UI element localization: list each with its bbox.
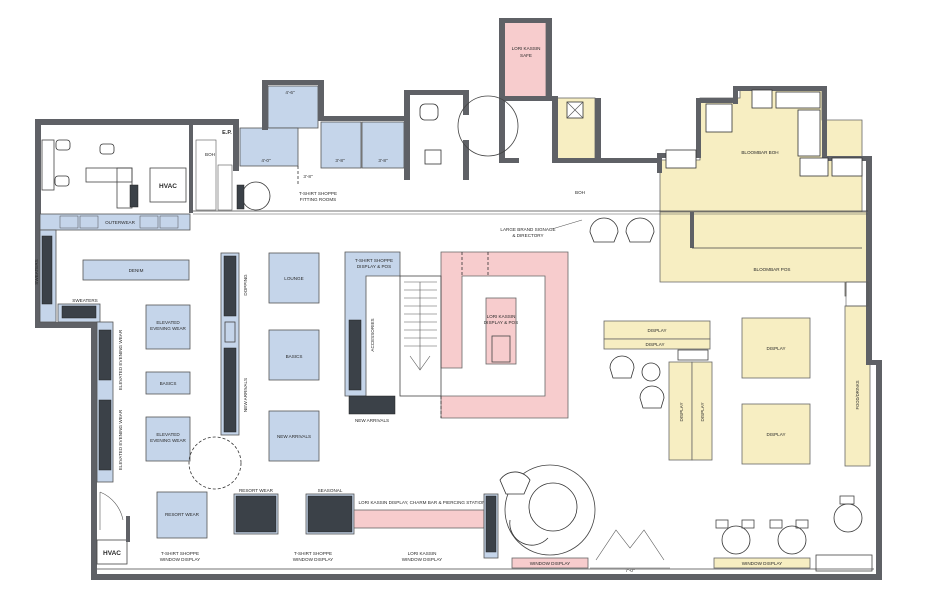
lori-kassin-safe-room: [503, 21, 547, 99]
fitting-room-1: [267, 85, 319, 129]
lk-display-label-1: LORI KASSIN: [487, 314, 516, 319]
large-brand-signage-label-1: LARGE BRAND SIGNAGE: [500, 227, 555, 232]
fitting-rooms-label-1: T-SHIRT SHOPPE: [299, 191, 337, 196]
dim-3-8-c: 3'-8": [303, 174, 313, 179]
new-arrivals-bottom-label: NEW ARRIVALS: [355, 418, 389, 423]
dim-3-8-a: 3'-8": [335, 158, 345, 163]
display-vertical-2: [691, 361, 713, 461]
display-table-right-bottom: [741, 403, 811, 465]
staircase: [399, 275, 442, 397]
display-right-top-label: DISPLAY: [766, 346, 785, 351]
display-top-2-label: DISPLAY: [645, 342, 664, 347]
display-table-right-top: [741, 317, 811, 379]
tshirt-window-1-label-2: WINDOW DISPLAY: [160, 557, 201, 562]
display-right-bottom-label: DISPLAY: [766, 432, 785, 437]
window-display-right-label: WINDOW DISPLAY: [742, 561, 783, 566]
display-top-label: DISPLAY: [647, 328, 666, 333]
hvac-label: HVAC: [159, 183, 177, 190]
tshirt-window-2-label-1: T-SHIRT SHOPPE: [294, 551, 332, 556]
window-display-pink: [511, 557, 589, 569]
accessories-label: ACCESSORIES: [370, 318, 375, 351]
sweaters-label-side: SWEATERS: [72, 298, 97, 303]
bloombar-boh-label: BLOOMBAR BOH: [741, 150, 778, 155]
food-drinks-label: FOOD/DRINKS: [855, 380, 860, 409]
large-brand-signage-label-2: & DIRECTORY: [512, 233, 543, 238]
new-arrivals-vertical-label: NEW ARRIVALS: [243, 378, 248, 412]
office-room: HVAC: [41, 125, 193, 213]
denim-label: DENIM: [129, 268, 144, 273]
lounge-table: [268, 252, 320, 304]
lori-kassin-center-counter: [485, 297, 517, 365]
eew-2-label-2: EVENING WEAR: [150, 438, 186, 443]
basics-table-center: [268, 329, 320, 381]
eew-1-label-2: EVENING WEAR: [150, 326, 186, 331]
display-vertical-1-label: DISPLAY: [679, 402, 684, 421]
tshirt-display-label-1: T-SHIRT SHOPPE: [355, 258, 393, 263]
bloombar-pos-label: BLOOMBAR POS: [753, 267, 790, 272]
lori-kassin-station-label: LORI KASSIN DISPLAY, CHARM BAR & PIERCIN…: [358, 500, 485, 505]
resort-wear-top-label: RESORT WEAR: [239, 488, 274, 493]
lounge-chairs-right: [609, 355, 665, 409]
display-bar-top-2: [603, 338, 711, 350]
outerwear-racks: [59, 215, 179, 229]
fitting-room-details: 4'-6" 4'-0" 3'-8" 3'-8" 3'-8": [236, 90, 388, 211]
fitting-room-2: [239, 127, 299, 167]
lori-kassin-safe-label-2: SAFE: [520, 53, 532, 58]
lori-kassin-charm-bar: [353, 509, 485, 529]
entry-doors: [590, 529, 670, 569]
tshirt-window-2-label-2: WINDOW DISPLAY: [293, 557, 334, 562]
restroom-fixtures: [419, 95, 584, 165]
food-drinks-counter: [844, 305, 871, 467]
window-display-pink-label: WINDOW DISPLAY: [530, 561, 571, 566]
dopping-label: DOPPING: [243, 274, 248, 296]
lori-kassin-window-label-2: WINDOW DISPLAY: [402, 557, 443, 562]
seasonal-label: SEASONAL: [318, 488, 343, 493]
basics-left-label: BASICS: [160, 381, 177, 386]
lk-display-label-2: DISPLAY & POS: [484, 320, 518, 325]
sweaters-label-vertical: SWEATERS: [34, 259, 39, 284]
new-arrivals-box-label: NEW ARRIVALS: [277, 434, 311, 439]
lori-kassin-display-pos: [440, 251, 569, 419]
boh-label: BOH: [205, 152, 215, 157]
elevated-evening-wear-table-1: [145, 304, 191, 350]
central-lounge-seating: [499, 464, 596, 556]
tshirt-window-1-label-1: T-SHIRT SHOPPE: [161, 551, 199, 556]
eew-wall-label-1: ELEVATED EVENING WEAR: [118, 329, 123, 390]
fitting-room-3: [320, 121, 362, 169]
boh-corridor-label: BOH: [575, 190, 585, 195]
basics-table-left: [145, 371, 191, 395]
exterior-walls: [35, 18, 882, 580]
dim-4-6: 4'-6": [285, 90, 295, 95]
outerwear-label: OUTERWEAR: [105, 220, 135, 225]
tshirt-display-label-2: DISPLAY & POS: [357, 264, 391, 269]
dim-3-8-b: 3'-8": [378, 158, 388, 163]
display-vertical-2-label: DISPLAY: [700, 402, 705, 421]
resort-wear-table: [156, 491, 208, 539]
bloombar-boh-fixtures: [665, 89, 863, 177]
circular-display-left: [188, 436, 242, 490]
window-display-right: [713, 557, 811, 569]
eew-1-label-1: ELEVATED: [156, 320, 180, 325]
basics-center-label: BASICS: [286, 354, 303, 359]
dim-7-0: 7'-0": [625, 568, 635, 573]
lounge-chairs-entry: [589, 217, 655, 243]
eew-wall-label-2: ELEVATED EVENING WEAR: [118, 409, 123, 470]
elevated-evening-wear-table-2: [145, 416, 191, 462]
hvac-bottom-label: HVAC: [103, 550, 121, 557]
eew-2-label-1: ELEVATED: [156, 432, 180, 437]
dim-4-0: 4'-0": [261, 158, 271, 163]
ep-label: E.P.: [222, 130, 232, 136]
resort-wear-label: RESORT WEAR: [165, 512, 200, 517]
cafe-tables: [715, 495, 863, 555]
lori-kassin-safe-label-1: LORI KASSIN: [512, 46, 541, 51]
fitting-rooms-label-2: FITTING ROOMS: [300, 197, 337, 202]
new-arrivals-table: [268, 410, 320, 462]
lounge-label: LOUNGE: [284, 276, 303, 281]
denim-table: [82, 259, 190, 281]
lori-kassin-window-label-1: LORI KASSIN: [408, 551, 437, 556]
